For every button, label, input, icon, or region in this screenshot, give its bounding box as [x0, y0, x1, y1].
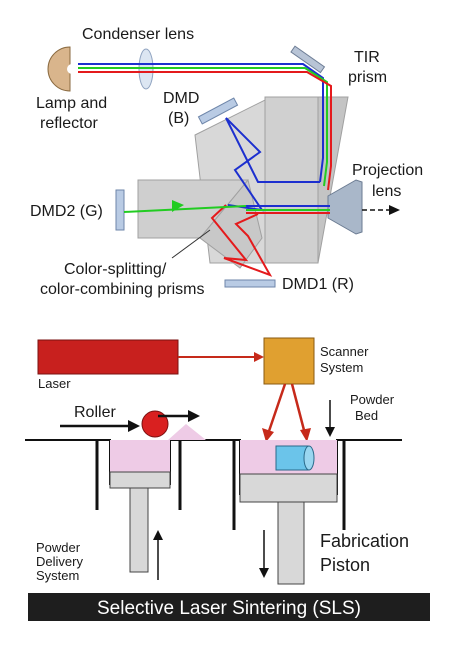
- color-split-leader: [171, 229, 211, 259]
- tir-prism-right: [264, 96, 319, 264]
- powder-mound: [168, 424, 206, 440]
- fabrication-piston-rod: [277, 501, 305, 585]
- tir-prism-wedge: [317, 96, 349, 264]
- label-condenser-lens: Condenser lens: [82, 26, 194, 43]
- scan-beam-right-head: [300, 428, 311, 442]
- red-ray-path: [210, 204, 273, 277]
- label-laser: Laser: [38, 376, 71, 391]
- scan-beam-right: [290, 383, 307, 435]
- sls-banner-text: Selective Laser Sintering (SLS): [97, 598, 361, 619]
- label-powder-delivery-2: Delivery: [36, 554, 83, 569]
- roller-push-arrowhead: [128, 420, 140, 432]
- scan-beam-left: [266, 383, 287, 435]
- green-arrowhead: [172, 200, 184, 212]
- green-ray-path: [123, 205, 247, 213]
- delivery-powder: [110, 440, 170, 472]
- illumination-beam: [78, 63, 332, 191]
- scanner-box: [263, 337, 315, 385]
- label-powder-bed-1: Powder: [350, 392, 395, 407]
- dmd1-r-chip: [224, 279, 276, 288]
- fabricated-part: [275, 445, 309, 471]
- sls-diagram: Laser Scanner System Powder Bed Roller P…: [25, 337, 430, 621]
- label-powder-delivery-1: Powder: [36, 540, 81, 555]
- label-projection-2: lens: [372, 183, 401, 200]
- dmd-b-chip: [197, 97, 239, 125]
- delivery-piston-plate: [109, 471, 171, 489]
- dmd2-g-chip: [115, 189, 125, 231]
- label-dmd-b-1: DMD: [163, 90, 199, 107]
- label-color-split-1: Color-splitting/: [64, 261, 167, 278]
- laser-body: [37, 339, 179, 375]
- label-powder-bed-2: Bed: [355, 408, 378, 423]
- powder-bed-pointer-head: [325, 427, 335, 437]
- label-fabrication-2: Piston: [320, 555, 370, 575]
- label-roller: Roller: [74, 404, 116, 421]
- delivery-piston-rod: [129, 487, 149, 573]
- label-scanner-1: Scanner: [320, 344, 369, 359]
- dlp-optics-diagram: Condenser lens TIR prism Lamp and reflec…: [30, 26, 423, 298]
- label-tir-prism-2: prism: [348, 69, 387, 86]
- roller-motion-arrowhead: [188, 410, 200, 422]
- label-dmd-b-2: (B): [168, 110, 189, 127]
- label-dmd1-r: DMD1 (R): [282, 276, 354, 293]
- projection-lens: [327, 179, 363, 235]
- laser-beam-arrowhead: [254, 352, 264, 362]
- label-lamp-1: Lamp and: [36, 95, 107, 112]
- label-color-split-2: color-combining prisms: [40, 281, 205, 298]
- output-beam: [246, 205, 330, 214]
- projection-arrowhead: [389, 205, 400, 215]
- label-dmd2-g: DMD2 (G): [30, 203, 103, 220]
- scan-beam-left-head: [262, 428, 274, 442]
- label-scanner-2: System: [320, 360, 363, 375]
- label-powder-delivery-3: System: [36, 568, 79, 583]
- roller: [141, 410, 169, 438]
- label-lamp-2: reflector: [40, 115, 98, 132]
- delivery-up-arrowhead: [153, 530, 163, 540]
- label-projection-1: Projection: [352, 162, 423, 179]
- label-tir-prism-1: TIR: [354, 49, 380, 66]
- lamp-reflector: [47, 46, 71, 92]
- fold-mirror: [290, 45, 326, 74]
- sls-banner: [28, 593, 430, 621]
- fabricated-part-end: [303, 445, 315, 471]
- fabrication-down-arrowhead: [259, 568, 269, 578]
- lamp-bulb: [67, 64, 77, 74]
- label-fabrication-1: Fabrication: [320, 531, 409, 551]
- fabrication-piston-plate: [239, 473, 338, 503]
